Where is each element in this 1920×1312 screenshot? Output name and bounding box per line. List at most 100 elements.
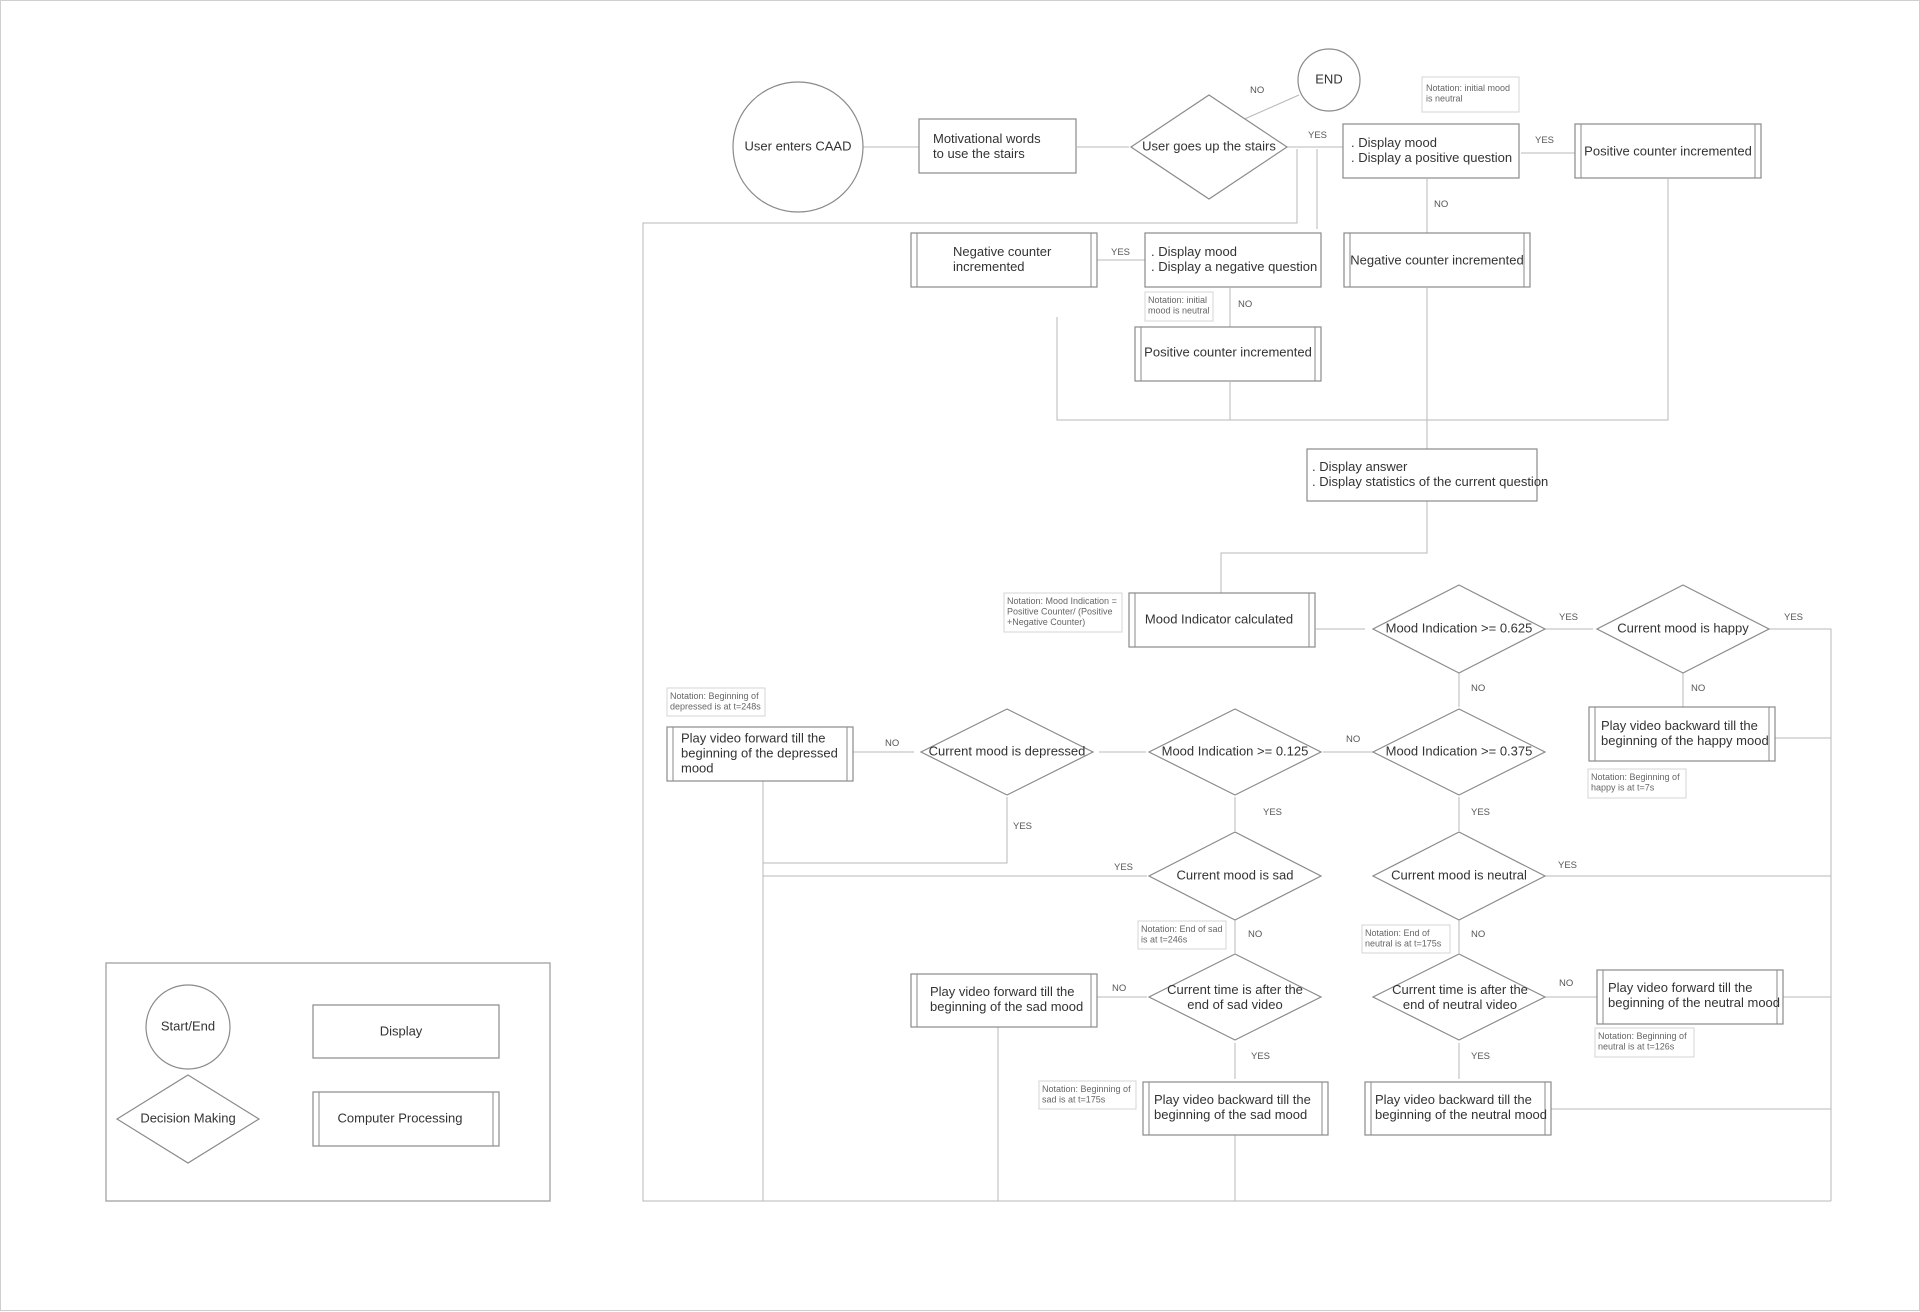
legend-start-end-label: Start/End [161, 1018, 215, 1033]
label-no: NO [1471, 929, 1485, 940]
connector [642, 149, 1831, 1202]
label-yes: YES [1784, 612, 1803, 623]
label-no: NO [1248, 929, 1262, 940]
mood-calculation: Mood Indicator calculated [1128, 592, 1316, 648]
positive-counter-a-label: Positive counter incremented [1584, 143, 1752, 158]
decision-0375-label: Mood Indication >= 0.375 [1386, 743, 1533, 758]
decision-0125: Mood Indication >= 0.125 [1147, 708, 1323, 796]
start-node-label: User enters CAAD [745, 138, 852, 153]
positive-question-label: . Display mood. Display a positive quest… [1351, 135, 1512, 165]
connector [1766, 628, 1832, 1201]
connector [1056, 179, 1669, 421]
decision-neutral-label: Current mood is neutral [1391, 867, 1527, 882]
decision-stairs-label: User goes up the stairs [1142, 138, 1276, 153]
legend: Start/End Display Decision Making Comput… [105, 962, 551, 1202]
label-yes: YES [1111, 247, 1130, 258]
answer-display-label: . Display answer. Display statistics of … [1312, 459, 1548, 489]
legend-decision-label: Decision Making [140, 1110, 235, 1125]
end-node-label: END [1315, 71, 1342, 86]
legend-start-end-shape [145, 984, 231, 1070]
label-yes: YES [1535, 135, 1554, 146]
decision-sad-label: Current mood is sad [1176, 867, 1293, 882]
answer-display: . Display answer. Display statistics of … [1306, 448, 1548, 502]
decision-neutral: Current mood is neutral [1371, 831, 1547, 921]
mood-calculation-label: Mood Indicator calculated [1145, 611, 1293, 626]
decision-0625: Mood Indication >= 0.625 [1371, 584, 1547, 674]
legend-display-label: Display [380, 1023, 423, 1038]
label-no: NO [1238, 299, 1252, 310]
decision-depressed: Current mood is depressed [919, 708, 1095, 796]
label-yes: YES [1251, 1051, 1270, 1062]
positive-counter-b-label: Positive counter incremented [1144, 344, 1312, 359]
decision-sad: Current mood is sad [1147, 831, 1323, 921]
label-no: NO [1691, 683, 1705, 694]
end-node: END [1297, 48, 1361, 112]
start-node: User enters CAAD [732, 81, 864, 213]
decision-0125-label: Mood Indication >= 0.125 [1162, 743, 1309, 758]
legend-processing-shape [312, 1091, 500, 1147]
negative-question-display: . Display mood. Display a negative quest… [1144, 232, 1322, 288]
label-no: NO [1434, 199, 1448, 210]
label-yes: YES [1308, 130, 1327, 141]
decision-stairs: User goes up the stairs [1129, 94, 1289, 200]
positive-question-display: . Display mood. Display a positive quest… [1342, 123, 1520, 179]
legend-decision-shape [115, 1074, 261, 1164]
connector [763, 797, 1008, 864]
label-no: NO [1112, 983, 1126, 994]
label-yes: YES [1471, 807, 1490, 818]
decision-happy: Current mood is happy [1595, 584, 1771, 674]
label-yes: YES [1263, 807, 1282, 818]
label-no: NO [1250, 85, 1264, 96]
connectors [642, 94, 1832, 1202]
negative-question-label: . Display mood. Display a negative quest… [1151, 244, 1317, 274]
label-no: NO [885, 738, 899, 749]
note-mood-formula: Notation: Mood Indication =Positive Coun… [1007, 596, 1117, 627]
negative-counter-a: Negative counter incremented [1343, 232, 1531, 288]
label-yes: YES [1471, 1051, 1490, 1062]
positive-counter-b: Positive counter incremented [1134, 326, 1322, 382]
negative-counter-a-label: Negative counter incremented [1350, 252, 1523, 267]
decision-happy-label: Current mood is happy [1617, 620, 1749, 635]
label-no: NO [1471, 683, 1485, 694]
branch-labels: NO YES YES NO YES NO YES YES NO NO NO NO… [885, 85, 1803, 1062]
decision-0375: Mood Indication >= 0.375 [1371, 708, 1547, 796]
connector [1220, 501, 1428, 593]
label-yes: YES [1114, 862, 1133, 873]
legend-display-shape [312, 1004, 500, 1059]
decision-0625-label: Mood Indication >= 0.625 [1386, 620, 1533, 635]
legend-processing-label: Computer Processing [338, 1110, 463, 1125]
label-no: NO [1346, 734, 1360, 745]
label-yes: YES [1558, 860, 1577, 871]
label-yes: YES [1559, 612, 1578, 623]
